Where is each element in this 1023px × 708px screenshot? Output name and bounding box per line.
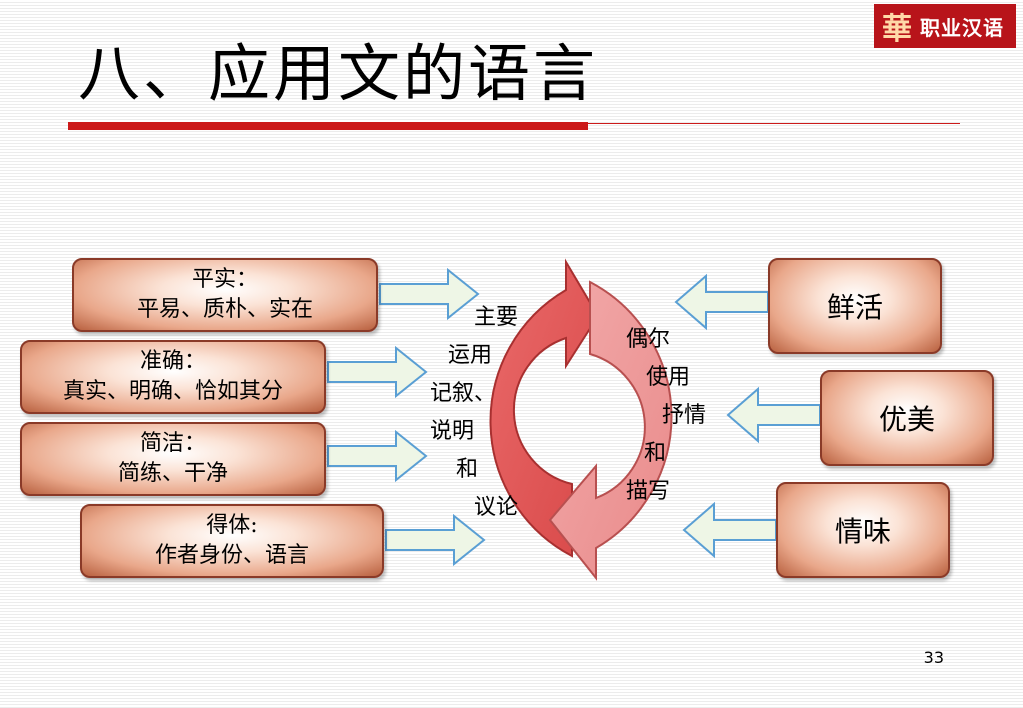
arrow-left-2 [726, 386, 821, 444]
arrow-right-3 [327, 429, 428, 483]
box-concise-head: 简洁： [139, 431, 206, 456]
box-accurate-head: 准确： [139, 349, 206, 374]
cycle-left-line-5: 和 [456, 457, 479, 482]
arrow-left-1 [674, 273, 769, 331]
cycle-left-line-1: 主要 [474, 305, 519, 330]
cycle-left-line-4: 说明 [430, 419, 475, 444]
arrow-left-3 [682, 501, 777, 559]
box-beautiful-label: 优美 [878, 403, 935, 436]
cycle-right-line-1: 偶尔 [626, 327, 671, 352]
box-plain-body: 平易、质朴、实在 [136, 297, 313, 322]
title-underline [68, 122, 588, 130]
arrow-right-4 [385, 513, 486, 567]
box-lively: 鲜活 [768, 258, 942, 354]
box-appropriate-body: 作者身份、语言 [154, 543, 309, 568]
box-plain: 平实： 平易、质朴、实在 [72, 258, 378, 332]
box-lively-label: 鲜活 [826, 291, 883, 324]
cycle-right-line-4: 和 [644, 441, 667, 466]
box-beautiful: 优美 [820, 370, 994, 466]
box-concise: 简洁： 简练、干净 [20, 422, 326, 496]
logo-text: 职业汉语 [920, 15, 1004, 40]
box-accurate: 准确： 真实、明确、恰如其分 [20, 340, 326, 414]
box-flavor: 情味 [776, 482, 950, 578]
cycle-right-line-2: 使用 [646, 365, 691, 390]
page-number: 33 [923, 648, 944, 667]
cycle-left-arc [489, 258, 600, 558]
arrow-right-1 [379, 267, 480, 321]
box-flavor-label: 情味 [834, 515, 891, 548]
cycle-left-line-2: 运用 [448, 343, 493, 368]
cycle-right-line-5: 描写 [626, 479, 671, 504]
box-appropriate: 得体: 作者身份、语言 [80, 504, 384, 578]
arrow-right-2 [327, 345, 428, 399]
page-title: 八、应用文的语言 [78, 37, 599, 110]
box-accurate-body: 真实、明确、恰如其分 [62, 379, 283, 404]
box-plain-head: 平实： [191, 267, 258, 292]
box-appropriate-head: 得体: [206, 513, 258, 538]
cycle-left-line-3: 记叙、 [430, 381, 497, 406]
cycle-right-arc [548, 280, 673, 581]
cycle-right-line-3: 抒情 [662, 403, 707, 428]
box-concise-body: 简练、干净 [117, 461, 228, 486]
brand-logo: 華 职业汉语 [874, 4, 1016, 48]
cycle-left-line-6: 议论 [474, 495, 519, 520]
title-underline-thin [588, 123, 960, 124]
logo-mark-icon: 華 [882, 12, 912, 47]
